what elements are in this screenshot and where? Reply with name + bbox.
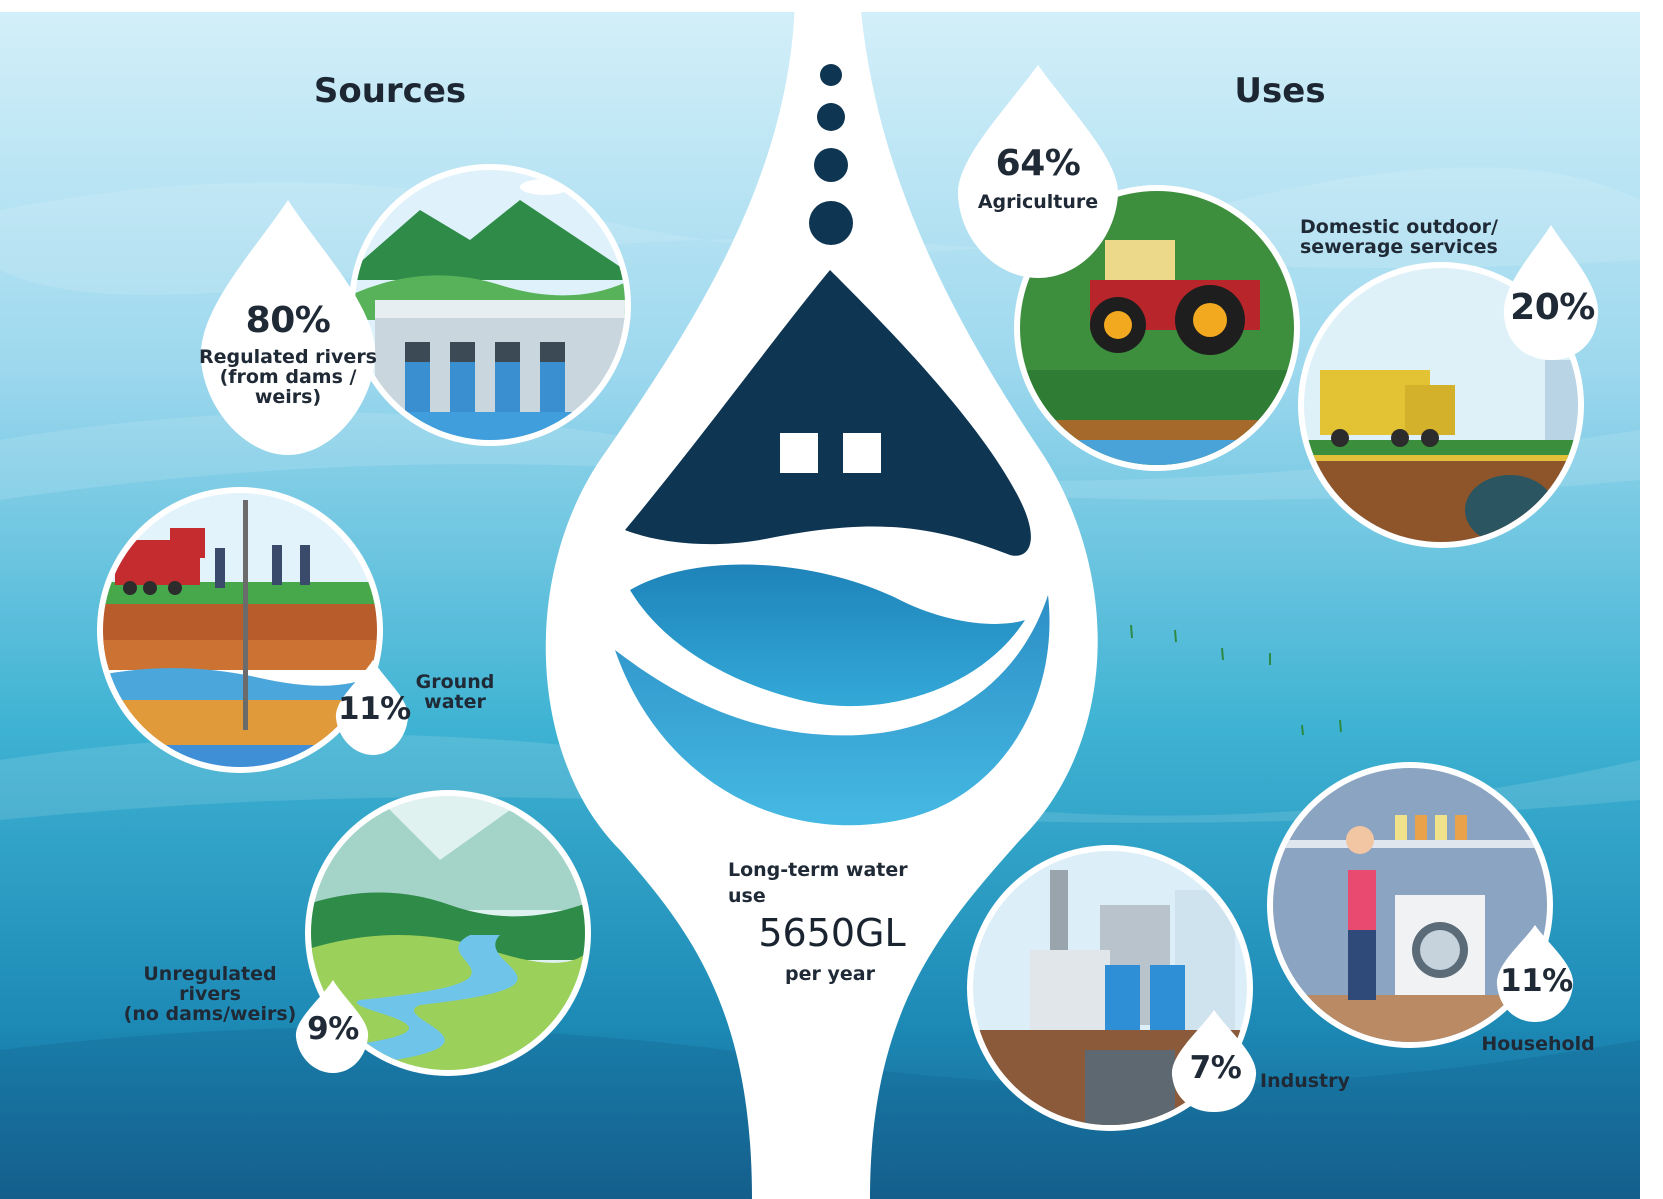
drop-11-household: [1496, 925, 1574, 1022]
unregulated-label: Unregulated rivers (no dams/weirs): [110, 963, 310, 1025]
window-right-icon: [843, 433, 881, 473]
bubble-2: [817, 103, 845, 131]
regulated-percent: 80%: [245, 300, 331, 341]
percent-drops: [200, 65, 1599, 1112]
bubble-1: [820, 64, 842, 86]
domestic-percent: 20%: [1510, 287, 1595, 328]
household-percent: 11%: [1500, 963, 1573, 999]
regulated-label: Regulated rivers (from dams / weirs): [193, 346, 383, 408]
industry-percent: 7%: [1189, 1050, 1242, 1086]
total-label: Long-term water use: [728, 858, 918, 909]
unregulated-percent: 9%: [307, 1011, 359, 1047]
ground-label: Ground water: [410, 671, 500, 713]
wave-shape-2: [615, 595, 1050, 826]
regulated-line-2: (from dams /: [219, 365, 357, 388]
industry-label: Industry: [1260, 1070, 1350, 1092]
agriculture-percent: 64%: [995, 143, 1081, 184]
domestic-line-2: sewerage services: [1300, 235, 1498, 258]
domestic-label: Domestic outdoor/ sewerage services: [1300, 216, 1540, 258]
agriculture-label: Agriculture: [977, 191, 1099, 213]
window-left-icon: [780, 433, 818, 473]
total-line-2: use: [728, 884, 766, 907]
drop-9: [295, 980, 369, 1073]
unregulated-line-1: Unregulated rivers: [143, 963, 277, 1005]
uses-title: Uses: [1234, 71, 1326, 111]
dam-illustration: [349, 164, 631, 446]
total-value: 5650GL: [758, 911, 906, 955]
groundwater-illustration: [97, 487, 383, 773]
household-label: Household: [1481, 1033, 1595, 1055]
regulated-line-3: weirs): [254, 385, 322, 408]
domestic-line-1: Domestic outdoor/: [1300, 216, 1498, 238]
grass-detail: [1130, 624, 1342, 736]
sources-title: Sources: [313, 71, 467, 111]
wave-shape-1: [630, 564, 1025, 707]
drop-7: [1171, 1010, 1257, 1112]
total-unit: per year: [785, 963, 875, 985]
regulated-line-1: Regulated rivers: [199, 346, 377, 368]
total-line-1: Long-term water: [728, 859, 908, 881]
drop-20: [1503, 225, 1599, 360]
house-drop-icon: [625, 270, 1031, 556]
bubble-4: [809, 201, 853, 245]
drop-80: [200, 200, 376, 455]
bubble-3: [814, 148, 848, 182]
drop-11-ground: [335, 660, 409, 755]
drop-64: [957, 65, 1119, 278]
ground-line-1: Ground: [415, 671, 495, 693]
unregulated-line-2: (no dams/weirs): [123, 1002, 297, 1025]
ground-percent: 11%: [338, 691, 411, 727]
ground-line-2: water: [424, 690, 486, 713]
